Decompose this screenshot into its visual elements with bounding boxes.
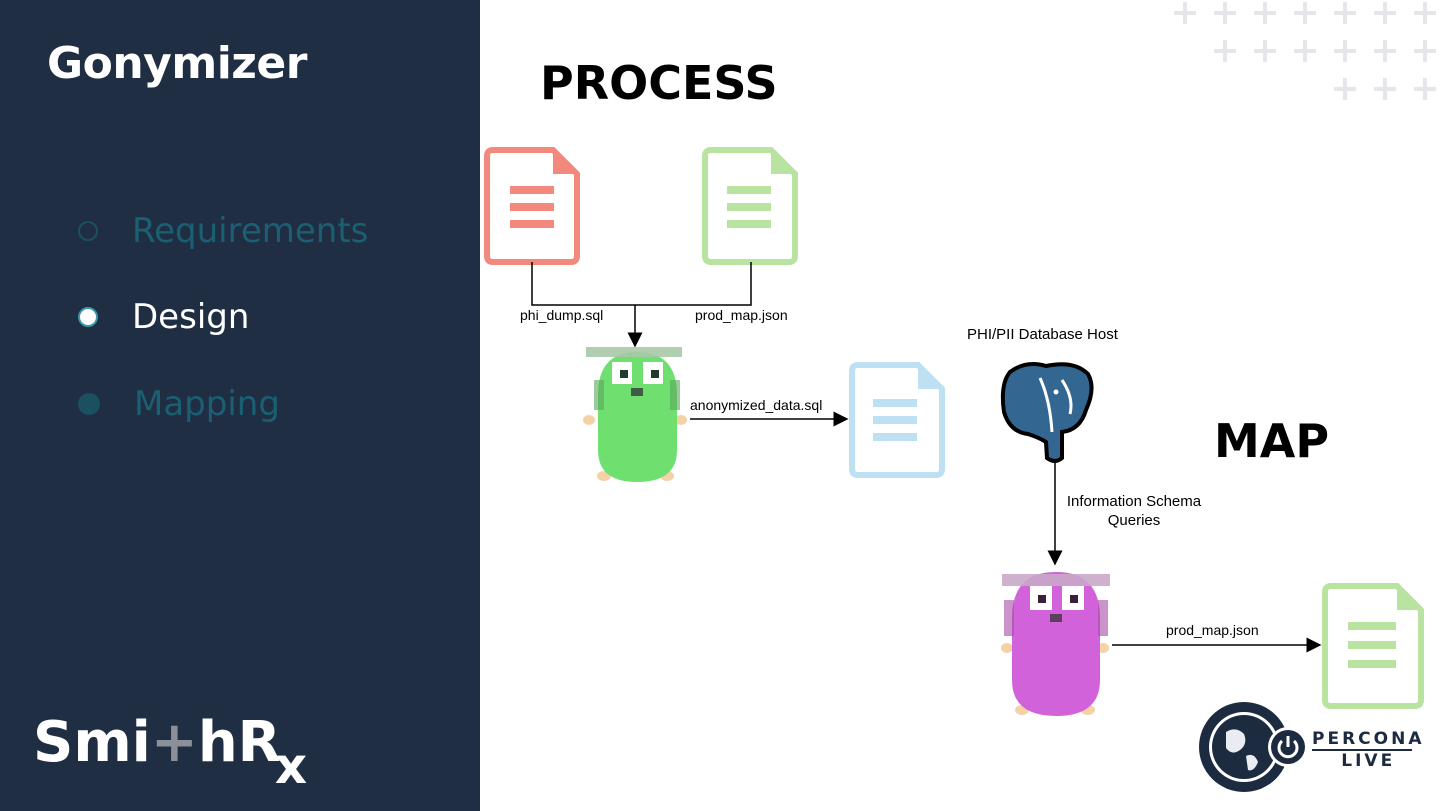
- label-prod-map-input: prod_map.json: [695, 307, 788, 323]
- bullet-icon: [78, 221, 98, 241]
- bullet-icon: [78, 307, 98, 327]
- percona-live-logo: PERCONA LIVE: [1196, 700, 1426, 795]
- postgres-elephant-icon: [1000, 362, 1094, 463]
- document-icon-prod-map-input: [702, 147, 798, 265]
- brand-text-end: hR: [197, 710, 281, 775]
- bullet-icon: [78, 393, 100, 415]
- app-title: Gonymizer: [47, 38, 307, 89]
- gopher-anonymizer-icon: [583, 347, 687, 482]
- brand-plus-icon: +: [150, 710, 198, 775]
- heading-map: MAP: [1214, 414, 1330, 468]
- nav-item-label: Requirements: [132, 211, 369, 251]
- nav-item-design[interactable]: Design: [78, 297, 249, 337]
- label-schema-line1: Information Schema: [1067, 493, 1202, 510]
- brand-text-start: Smi: [33, 710, 151, 775]
- label-anonymized-data: anonymized_data.sql: [690, 397, 822, 413]
- document-icon-anonymized: [849, 362, 945, 478]
- document-icon-prod-map-output: [1322, 583, 1424, 709]
- nav-item-mapping[interactable]: Mapping: [78, 384, 280, 424]
- plus-pattern-icon: [1174, 2, 1436, 100]
- logo-line2: LIVE: [1341, 751, 1396, 771]
- percona-wordmark: PERCONA LIVE: [1312, 730, 1424, 770]
- globe-icon: [1199, 702, 1308, 792]
- input-connector: [531, 262, 752, 348]
- label-schema-line2: Queries: [1108, 512, 1161, 529]
- brand-logo: Smi+hRx: [33, 710, 307, 795]
- sidebar: Gonymizer Requirements Design Mapping Sm…: [0, 0, 480, 811]
- label-prod-map-output: prod_map.json: [1166, 622, 1259, 638]
- heading-process: PROCESS: [540, 56, 778, 110]
- nav-item-requirements[interactable]: Requirements: [78, 211, 368, 251]
- nav-item-label: Design: [132, 297, 250, 337]
- label-phi-dump: phi_dump.sql: [520, 307, 603, 323]
- document-icon-phi-dump: [484, 147, 580, 265]
- logo-divider: [1312, 749, 1412, 751]
- brand-subscript: x: [274, 737, 308, 795]
- gopher-mapper-icon: [1001, 572, 1110, 716]
- nav-item-label: Mapping: [134, 384, 280, 424]
- label-db-host: PHI/PII Database Host: [967, 326, 1119, 343]
- logo-line1: PERCONA: [1312, 729, 1425, 749]
